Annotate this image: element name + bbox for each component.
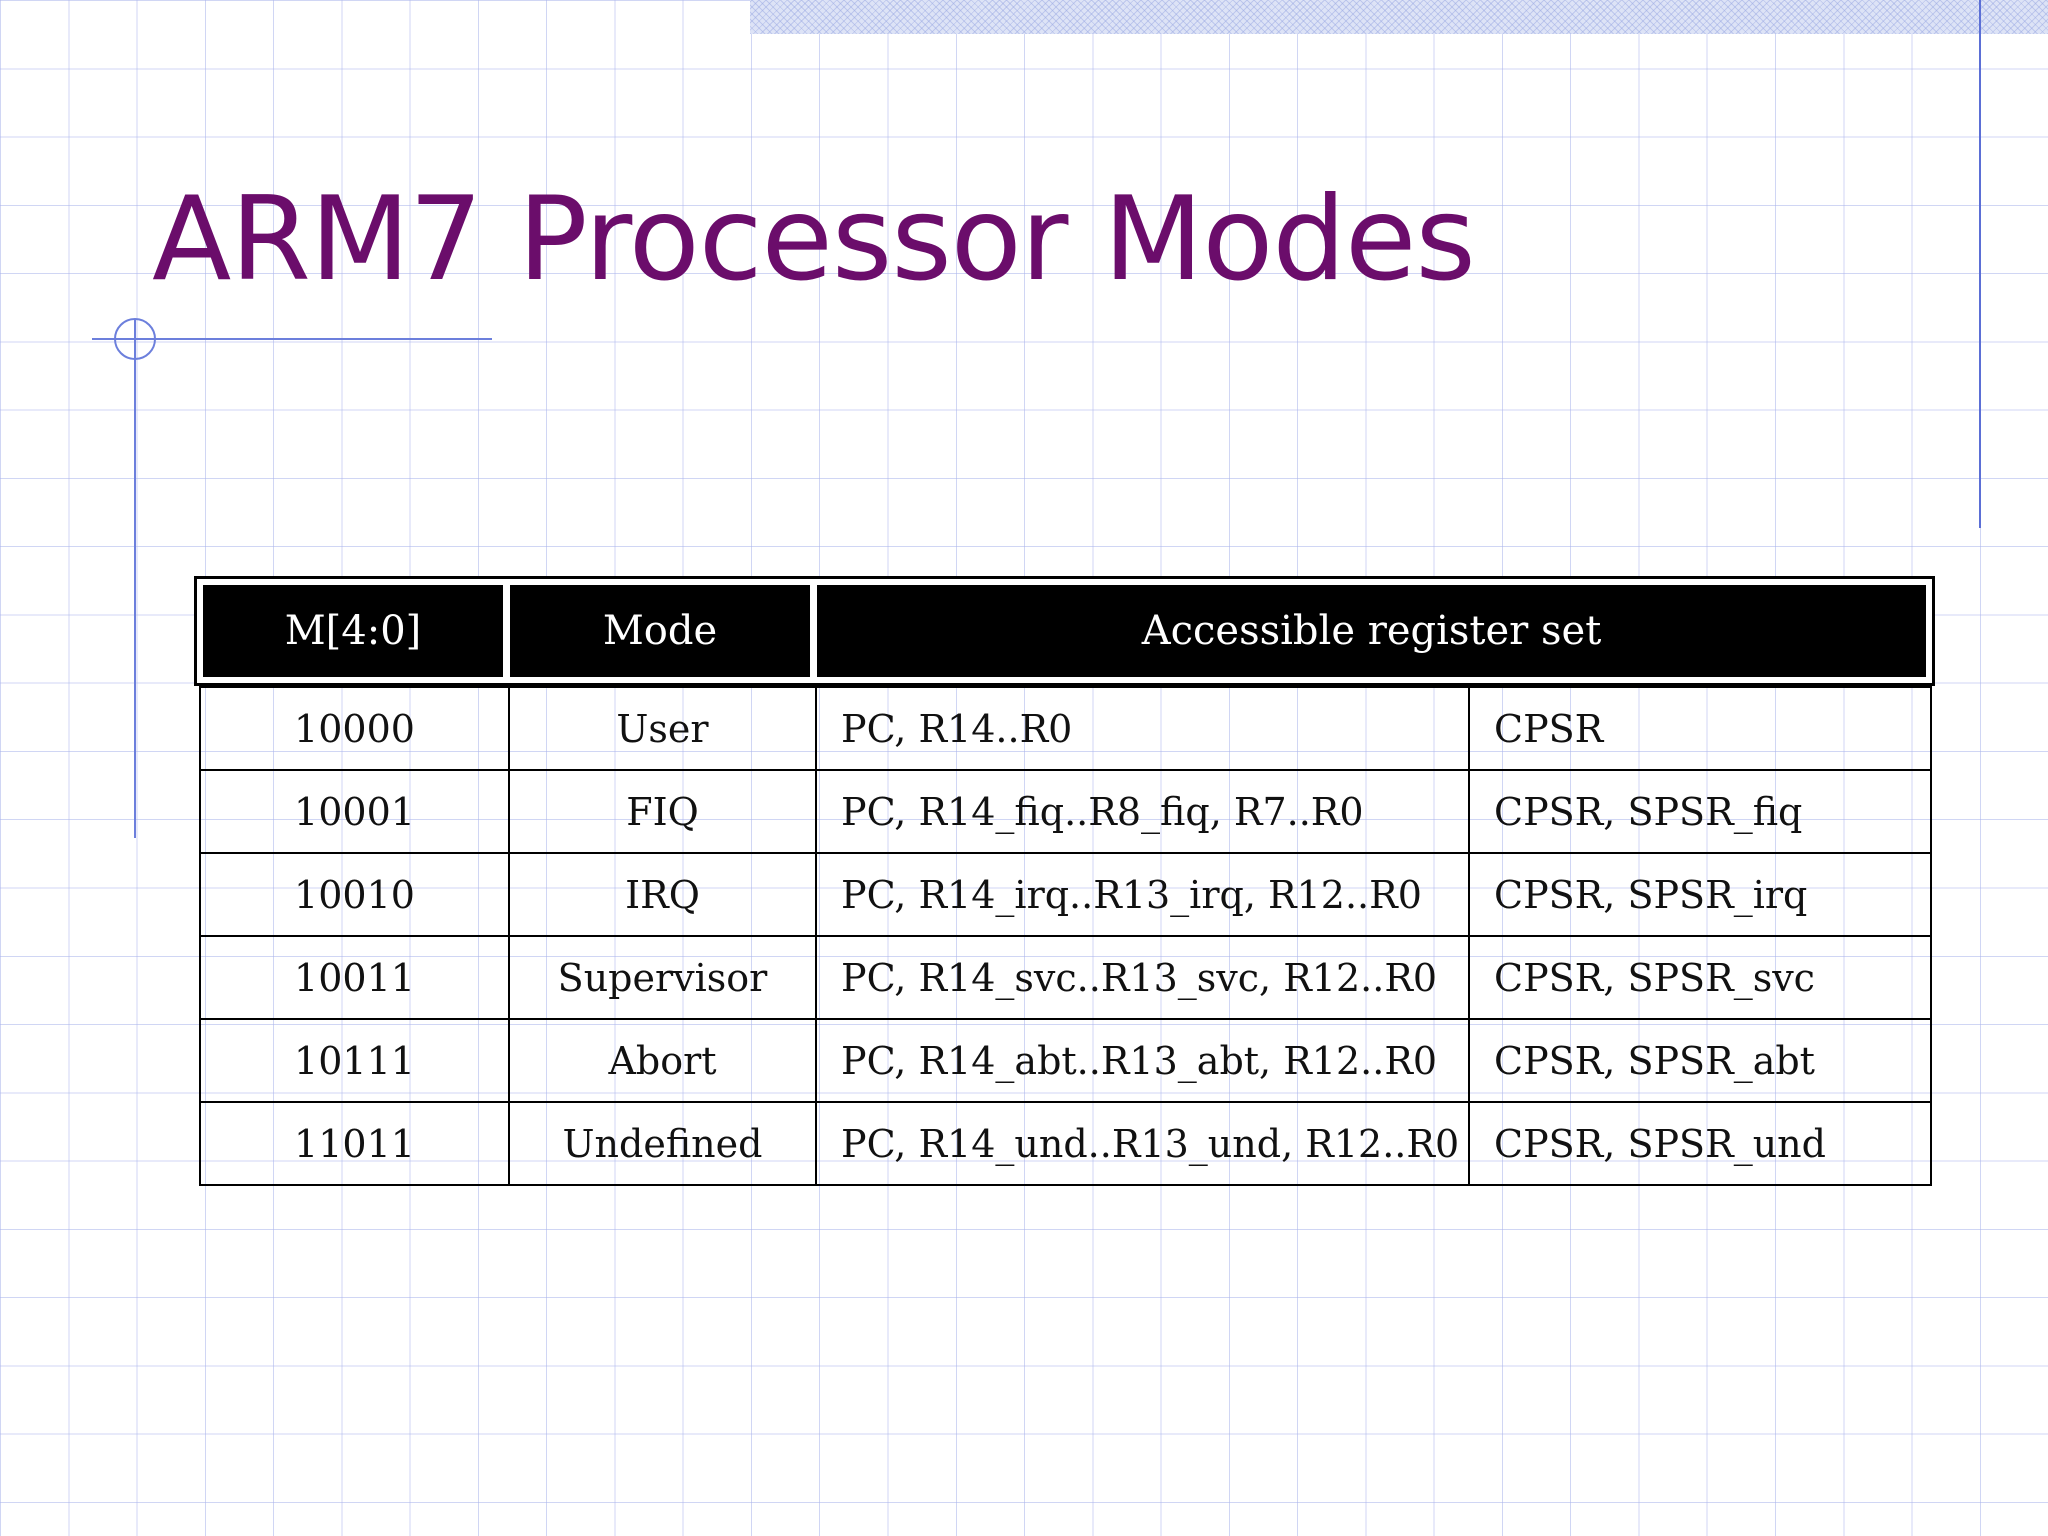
cell-register-set: PC, R14_svc..R13_svc, R12..R0 xyxy=(815,935,1470,1020)
right-accent-line xyxy=(1979,0,1981,528)
header-divider xyxy=(810,585,817,677)
cell-register-set: PC, R14_irq..R13_irq, R12..R0 xyxy=(815,852,1470,937)
title-ornament-circle xyxy=(114,318,156,360)
left-accent-line xyxy=(134,320,136,838)
cell-mode: Abort xyxy=(508,1018,817,1103)
cell-mode: FIQ xyxy=(508,769,817,854)
cell-mbits: 10001 xyxy=(199,769,510,854)
slide-title: ARM7 Processor Modes xyxy=(152,172,1476,307)
cell-status-registers: CPSR, SPSR_und xyxy=(1468,1101,1932,1186)
cell-mbits: 10000 xyxy=(199,686,510,771)
top-decorative-band xyxy=(750,0,2048,34)
cell-mode: Supervisor xyxy=(508,935,817,1020)
cell-register-set: PC, R14_fiq..R8_fiq, R7..R0 xyxy=(815,769,1470,854)
cell-status-registers: CPSR, SPSR_irq xyxy=(1468,852,1932,937)
header-mode: Mode xyxy=(510,585,810,677)
modes-table: M[4:0] Mode Accessible register set 1000… xyxy=(194,576,1935,1186)
cell-mode: User xyxy=(508,686,817,771)
cell-register-set: PC, R14_abt..R13_abt, R12..R0 xyxy=(815,1018,1470,1103)
cell-register-set: PC, R14_und..R13_und, R12..R0 xyxy=(815,1101,1470,1186)
cell-status-registers: CPSR, SPSR_abt xyxy=(1468,1018,1932,1103)
cell-mbits: 10111 xyxy=(199,1018,510,1103)
cell-mbits: 10010 xyxy=(199,852,510,937)
table-header-frame: M[4:0] Mode Accessible register set xyxy=(194,576,1935,686)
table-header-row: M[4:0] Mode Accessible register set xyxy=(203,585,1926,677)
title-underline xyxy=(92,338,492,340)
cell-register-set: PC, R14..R0 xyxy=(815,686,1470,771)
cell-status-registers: CPSR, SPSR_svc xyxy=(1468,935,1932,1020)
header-mbits: M[4:0] xyxy=(203,585,503,677)
cell-mode: IRQ xyxy=(508,852,817,937)
cell-mbits: 10011 xyxy=(199,935,510,1020)
cell-mode: Undefined xyxy=(508,1101,817,1186)
cell-status-registers: CPSR xyxy=(1468,686,1932,771)
cell-mbits: 11011 xyxy=(199,1101,510,1186)
header-divider xyxy=(503,585,510,677)
header-register-set: Accessible register set xyxy=(817,585,1926,677)
cell-status-registers: CPSR, SPSR_fiq xyxy=(1468,769,1932,854)
